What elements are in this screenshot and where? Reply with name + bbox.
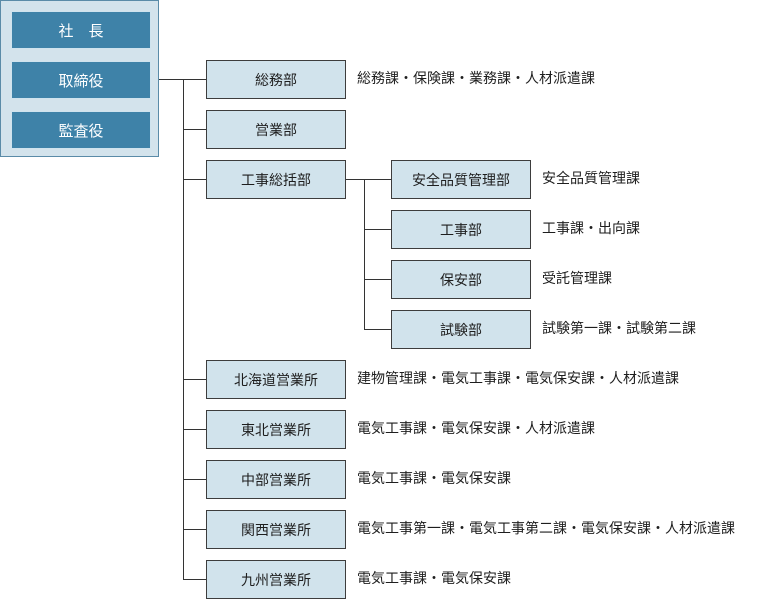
- connector-branch: [183, 579, 206, 580]
- exec-auditor: 監査役: [11, 111, 151, 149]
- subdept-safety-quality-desc: 安全品質管理課: [542, 171, 640, 187]
- exec-directors: 取締役: [11, 61, 151, 99]
- office-kansai: 関西営業所: [206, 510, 346, 549]
- subdept-construction-desc: 工事課・出向課: [542, 221, 640, 237]
- connector-branch: [183, 379, 206, 380]
- subdept-security: 保安部: [391, 260, 531, 299]
- connector-sub-branch: [364, 229, 391, 230]
- connector-sub-branch: [364, 279, 391, 280]
- office-kansai-desc: 電気工事第一課・電気工事第二課・電気保安課・人材派遣課: [357, 521, 735, 537]
- connector-branch: [183, 479, 206, 480]
- office-chubu: 中部営業所: [206, 460, 346, 499]
- office-tohoku: 東北営業所: [206, 410, 346, 449]
- connector-sub-branch: [364, 329, 391, 330]
- subdept-testing: 試験部: [391, 310, 531, 349]
- office-tohoku-desc: 電気工事課・電気保安課・人材派遣課: [357, 421, 595, 437]
- subdept-testing-desc: 試験第一課・試験第二課: [542, 321, 696, 337]
- connector-branch: [183, 529, 206, 530]
- office-hokkaido: 北海道営業所: [206, 360, 346, 399]
- office-hokkaido-desc: 建物管理課・電気工事課・電気保安課・人材派遣課: [357, 371, 679, 387]
- connector-exec-to-trunk: [159, 79, 206, 80]
- executive-panel: 社 長 取締役 監査役: [0, 0, 159, 157]
- connector-sub-from-parent: [345, 179, 391, 180]
- dept-general-affairs-desc: 総務課・保険課・業務課・人材派遣課: [357, 71, 595, 87]
- connector-sub-trunk: [364, 179, 365, 329]
- office-chubu-desc: 電気工事課・電気保安課: [357, 471, 511, 487]
- dept-general-affairs: 総務部: [206, 60, 346, 99]
- connector-branch: [183, 129, 206, 130]
- connector-branch: [183, 429, 206, 430]
- connector-branch: [183, 179, 206, 180]
- dept-construction-general: 工事総括部: [206, 160, 346, 199]
- office-kyushu: 九州営業所: [206, 560, 346, 599]
- subdept-construction: 工事部: [391, 210, 531, 249]
- office-kyushu-desc: 電気工事課・電気保安課: [357, 571, 511, 587]
- connector-main-trunk: [183, 79, 184, 579]
- dept-sales: 営業部: [206, 110, 346, 149]
- exec-president: 社 長: [11, 11, 151, 49]
- subdept-security-desc: 受託管理課: [542, 271, 612, 287]
- subdept-safety-quality: 安全品質管理部: [391, 160, 531, 199]
